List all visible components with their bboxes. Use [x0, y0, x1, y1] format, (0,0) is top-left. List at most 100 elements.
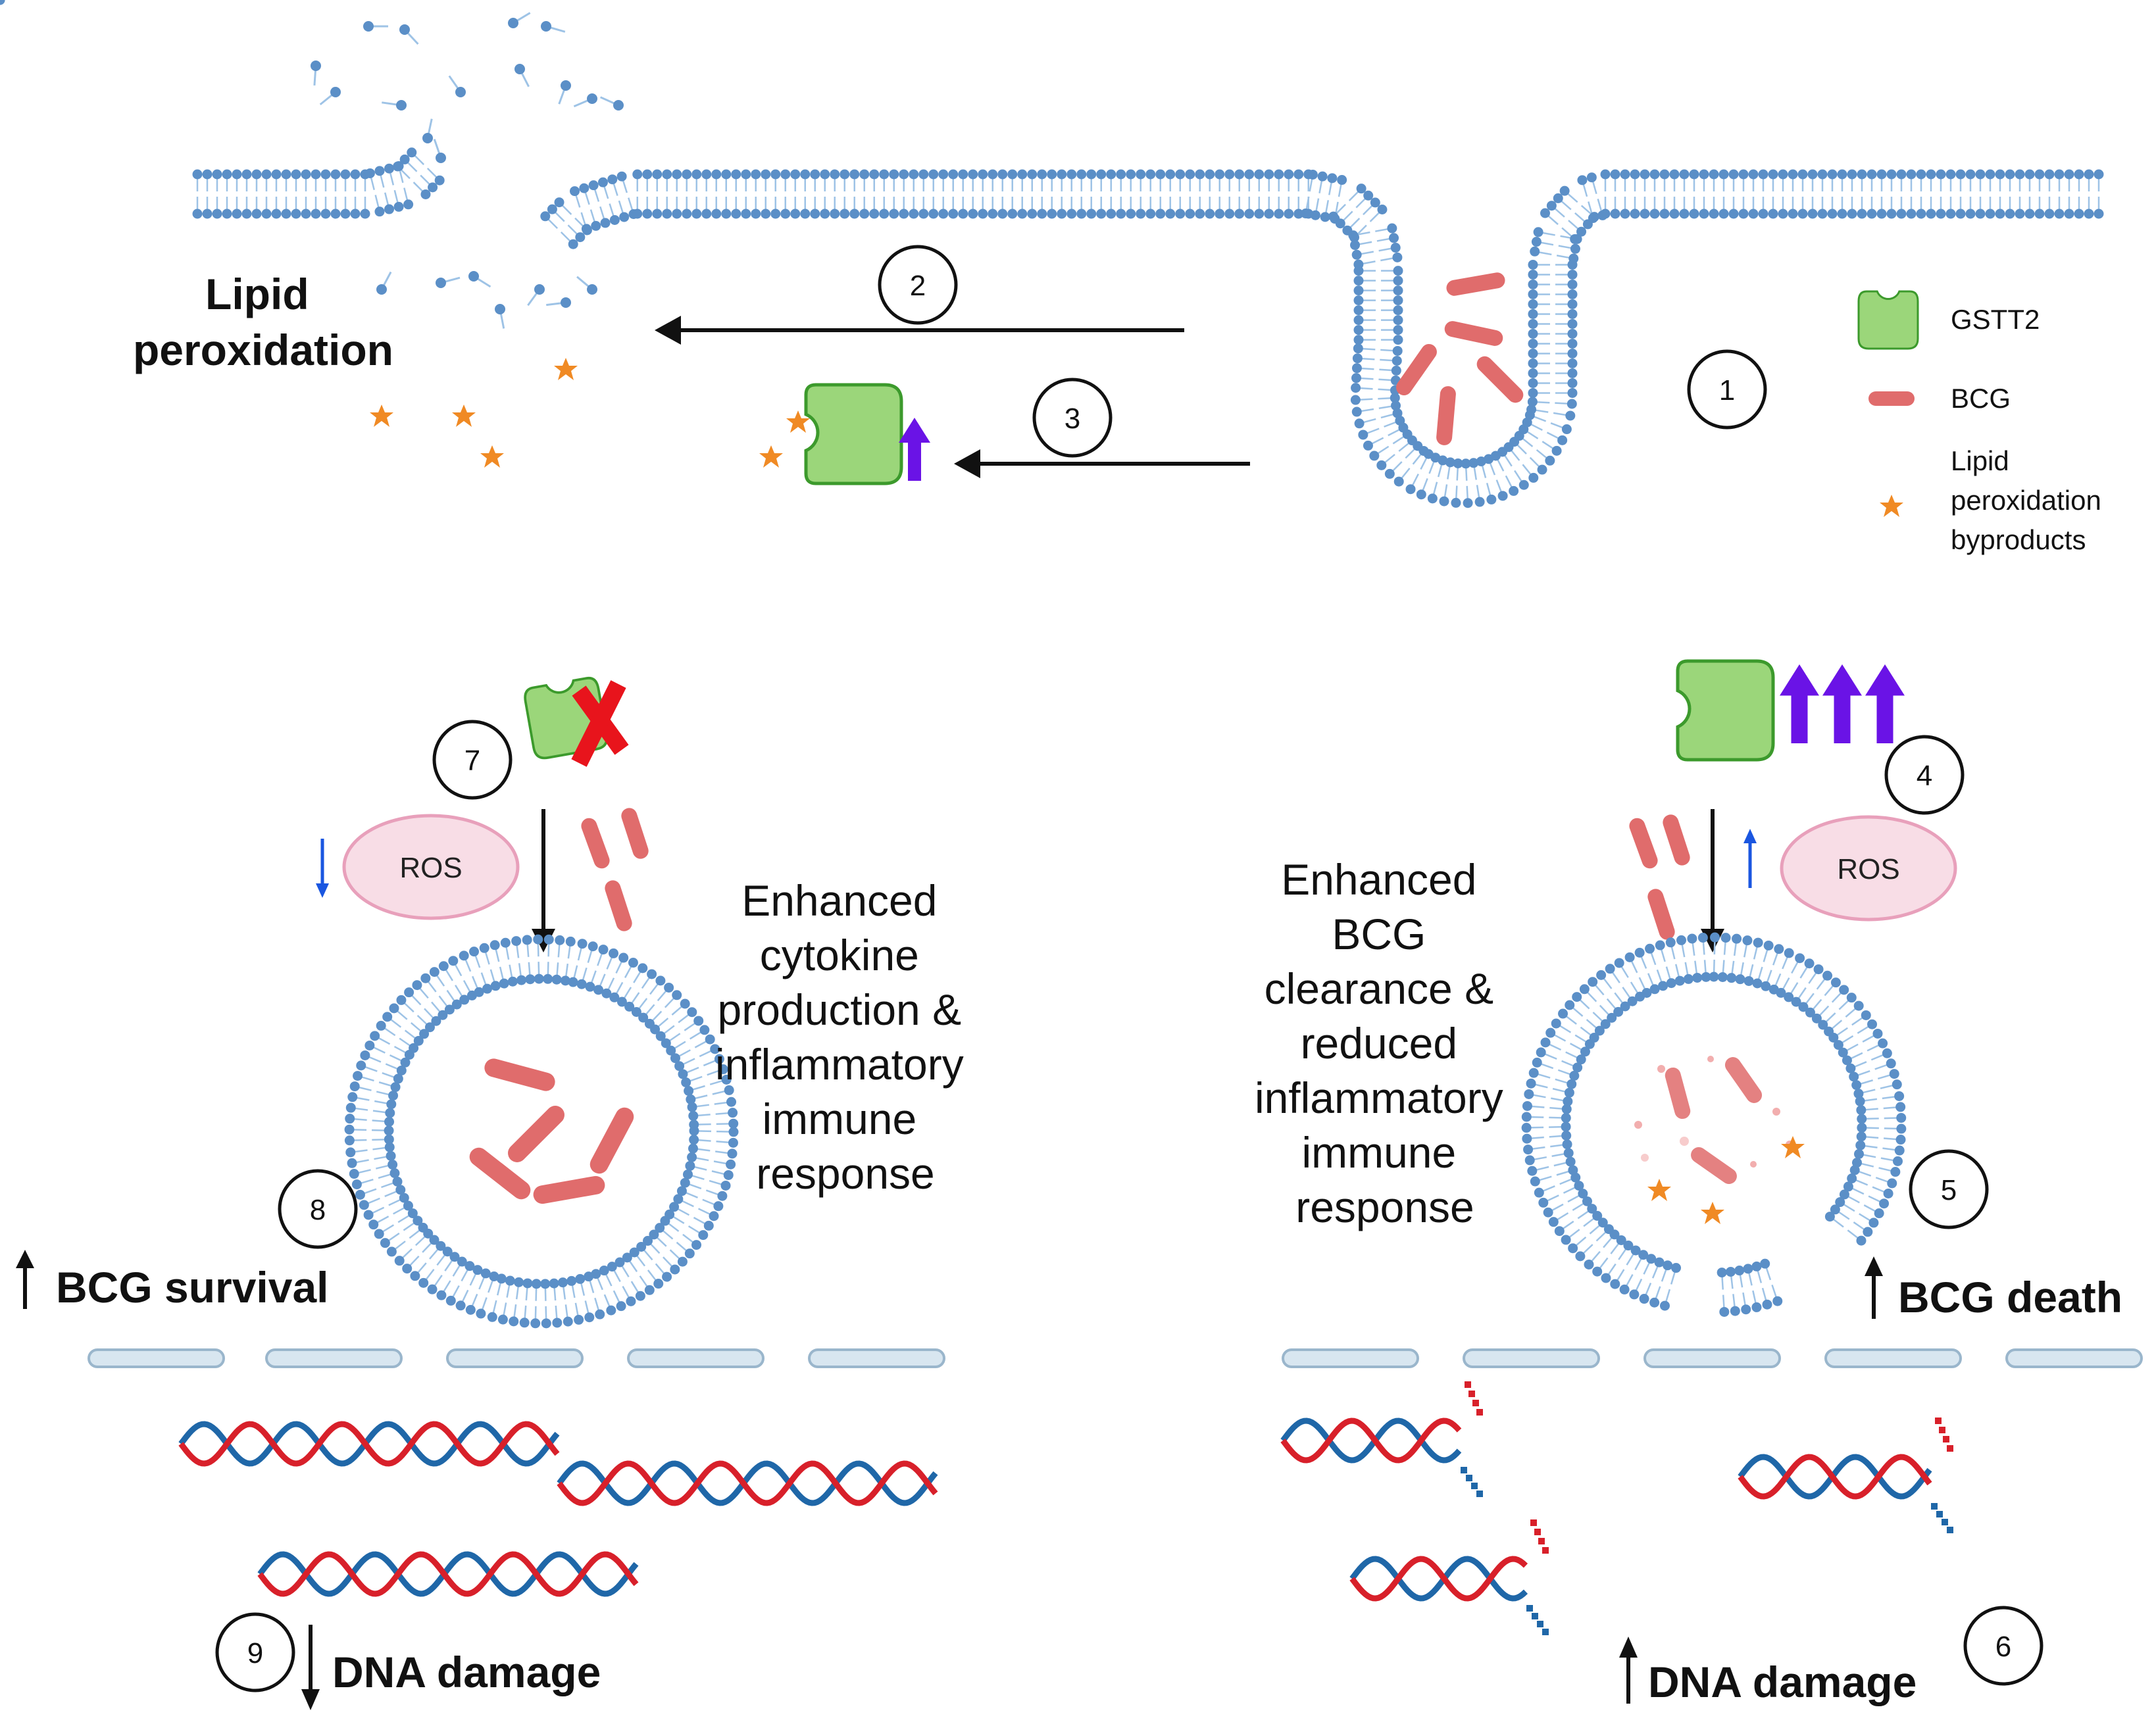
- legend-gstt2-label: GSTT2: [1951, 304, 2040, 335]
- lipid-molecule: [468, 271, 491, 288]
- bcg-rod: [1444, 321, 1503, 346]
- dna-damage-left: DNA damage: [301, 1625, 601, 1710]
- arrow-to-vesicle-left: [532, 809, 555, 952]
- lipid-molecule: [363, 21, 388, 32]
- plasma-membrane: [0, 0, 2104, 249]
- lipid-molecule: [576, 276, 597, 295]
- nuclear-pore-segment: [1824, 1348, 1962, 1368]
- bcg-outside-left: [581, 808, 649, 931]
- ros-left: ROS: [342, 814, 520, 920]
- dna-damage-right: DNA damage: [1619, 1637, 1917, 1706]
- nuclear-pore-segment: [1282, 1348, 1419, 1368]
- bcg-survival: BCG survival: [16, 1250, 329, 1312]
- lipid-molecule: [376, 271, 392, 295]
- dna-left: [178, 1421, 938, 1597]
- lipid-molecule: [508, 12, 531, 28]
- lipid-molecule: [382, 100, 407, 111]
- cup-bcg-group: [1396, 272, 1524, 445]
- bcg-death: BCG death: [1865, 1256, 2122, 1321]
- gstt2-upregulated: [1678, 661, 1773, 760]
- lipid-molecule: [399, 24, 419, 45]
- lipid-molecule: [311, 61, 321, 86]
- lipid-molecule: [422, 118, 433, 143]
- lipid-molecule: [448, 75, 466, 97]
- bcg-rod: [1476, 356, 1524, 403]
- svg-text:7: 7: [464, 745, 480, 777]
- bcg-outside-right: [1629, 814, 1690, 940]
- lipid-molecule: [319, 87, 341, 106]
- star-icon: [554, 358, 578, 380]
- phagocytic-cup: [1301, 169, 1608, 508]
- svg-text:8: 8: [310, 1194, 326, 1226]
- dna-right-damaged: [1280, 1381, 1953, 1635]
- lipid-molecule: [433, 139, 446, 163]
- step-circle-8: 8: [278, 1169, 358, 1249]
- step-circle-9: 9: [215, 1612, 295, 1692]
- nuclear-pore-segment: [446, 1348, 584, 1368]
- svg-text:6: 6: [1995, 1631, 2011, 1663]
- lipid-molecule: [514, 64, 530, 87]
- right-response-text: Enhanced BCG clearance & reduced inflamm…: [1255, 855, 1515, 1231]
- svg-text:2: 2: [910, 270, 926, 302]
- nuclear-pore-segment: [1643, 1348, 1781, 1368]
- lipid-molecule: [436, 276, 461, 288]
- star-icon: [370, 405, 393, 427]
- star-icon: [452, 405, 476, 427]
- bcg-rod: [1436, 386, 1456, 445]
- ros-right: ROS: [1780, 815, 1957, 922]
- lipid-molecule: [546, 297, 571, 308]
- step-circle-7: 7: [432, 720, 513, 800]
- nuclear-pore-segment: [808, 1348, 945, 1368]
- bcg-survival-label: BCG survival: [56, 1263, 329, 1312]
- byproduct-stars-top: [370, 358, 578, 468]
- bcg-inside-left: [469, 1058, 634, 1204]
- arrow-2: [655, 316, 1184, 345]
- nuclear-pore-segment: [2005, 1348, 2143, 1368]
- svg-text:3: 3: [1065, 403, 1080, 435]
- legend-bcg-label: BCG: [1951, 383, 2011, 414]
- step-circle-2: 2: [878, 245, 958, 325]
- bcg-rod: [1396, 343, 1437, 396]
- phagosome-left: [344, 934, 739, 1329]
- gstt2-icon: [806, 385, 901, 483]
- svg-text:ROS: ROS: [399, 852, 462, 884]
- step-circle-3: 3: [1032, 378, 1113, 458]
- lipid-molecule: [558, 80, 571, 105]
- nuclear-pore-segment: [627, 1348, 765, 1368]
- legend: GSTT2 BCG Lipid peroxidation byproducts: [1857, 290, 2101, 555]
- cross-icon: [571, 680, 629, 767]
- dna-damage-right-label: DNA damage: [1648, 1658, 1917, 1706]
- nuclear-pore-segment: [265, 1348, 403, 1368]
- lipid-molecule: [573, 93, 597, 108]
- nuclear-envelope-left: [88, 1348, 945, 1368]
- left-response-text: Enhanced cytokine production & inflammat…: [715, 876, 976, 1198]
- lipid-peroxidation-label: Lipid peroxidation: [133, 270, 393, 374]
- legend-bcg-icon: [1868, 391, 1915, 406]
- lipid-molecule: [527, 284, 545, 307]
- step-circle-5: 5: [1909, 1149, 1989, 1229]
- up-arrow-icon: [899, 418, 930, 481]
- arrow-to-vesicle-right: [1701, 809, 1724, 952]
- arrow-3: [954, 449, 1250, 478]
- star-icon: [759, 445, 783, 468]
- bcg-degraded: [1634, 1056, 1793, 1185]
- svg-text:5: 5: [1941, 1174, 1957, 1206]
- down-arrow-blue-icon: [316, 839, 329, 898]
- gstt2-top: [806, 385, 901, 483]
- star-icon: [480, 445, 504, 468]
- lipid-molecule: [495, 304, 505, 329]
- svg-text:9: 9: [247, 1637, 263, 1669]
- step-circle-6: 6: [1963, 1606, 2043, 1686]
- triple-up-arrows-icon: [1780, 664, 1905, 743]
- nuclear-envelope-right: [1282, 1348, 2143, 1368]
- step-circle-4: 4: [1884, 735, 1965, 815]
- nuclear-pore-segment: [1463, 1348, 1600, 1368]
- step-circle-1: 1: [1687, 349, 1767, 430]
- legend-gstt2-icon: [1857, 290, 1919, 350]
- nuclear-pore-segment: [88, 1348, 225, 1368]
- bcg-death-label: BCG death: [1898, 1273, 2122, 1321]
- lipid-molecule: [541, 21, 566, 33]
- bcg-rod: [1446, 272, 1505, 296]
- legend-star-icon: [1880, 495, 1903, 517]
